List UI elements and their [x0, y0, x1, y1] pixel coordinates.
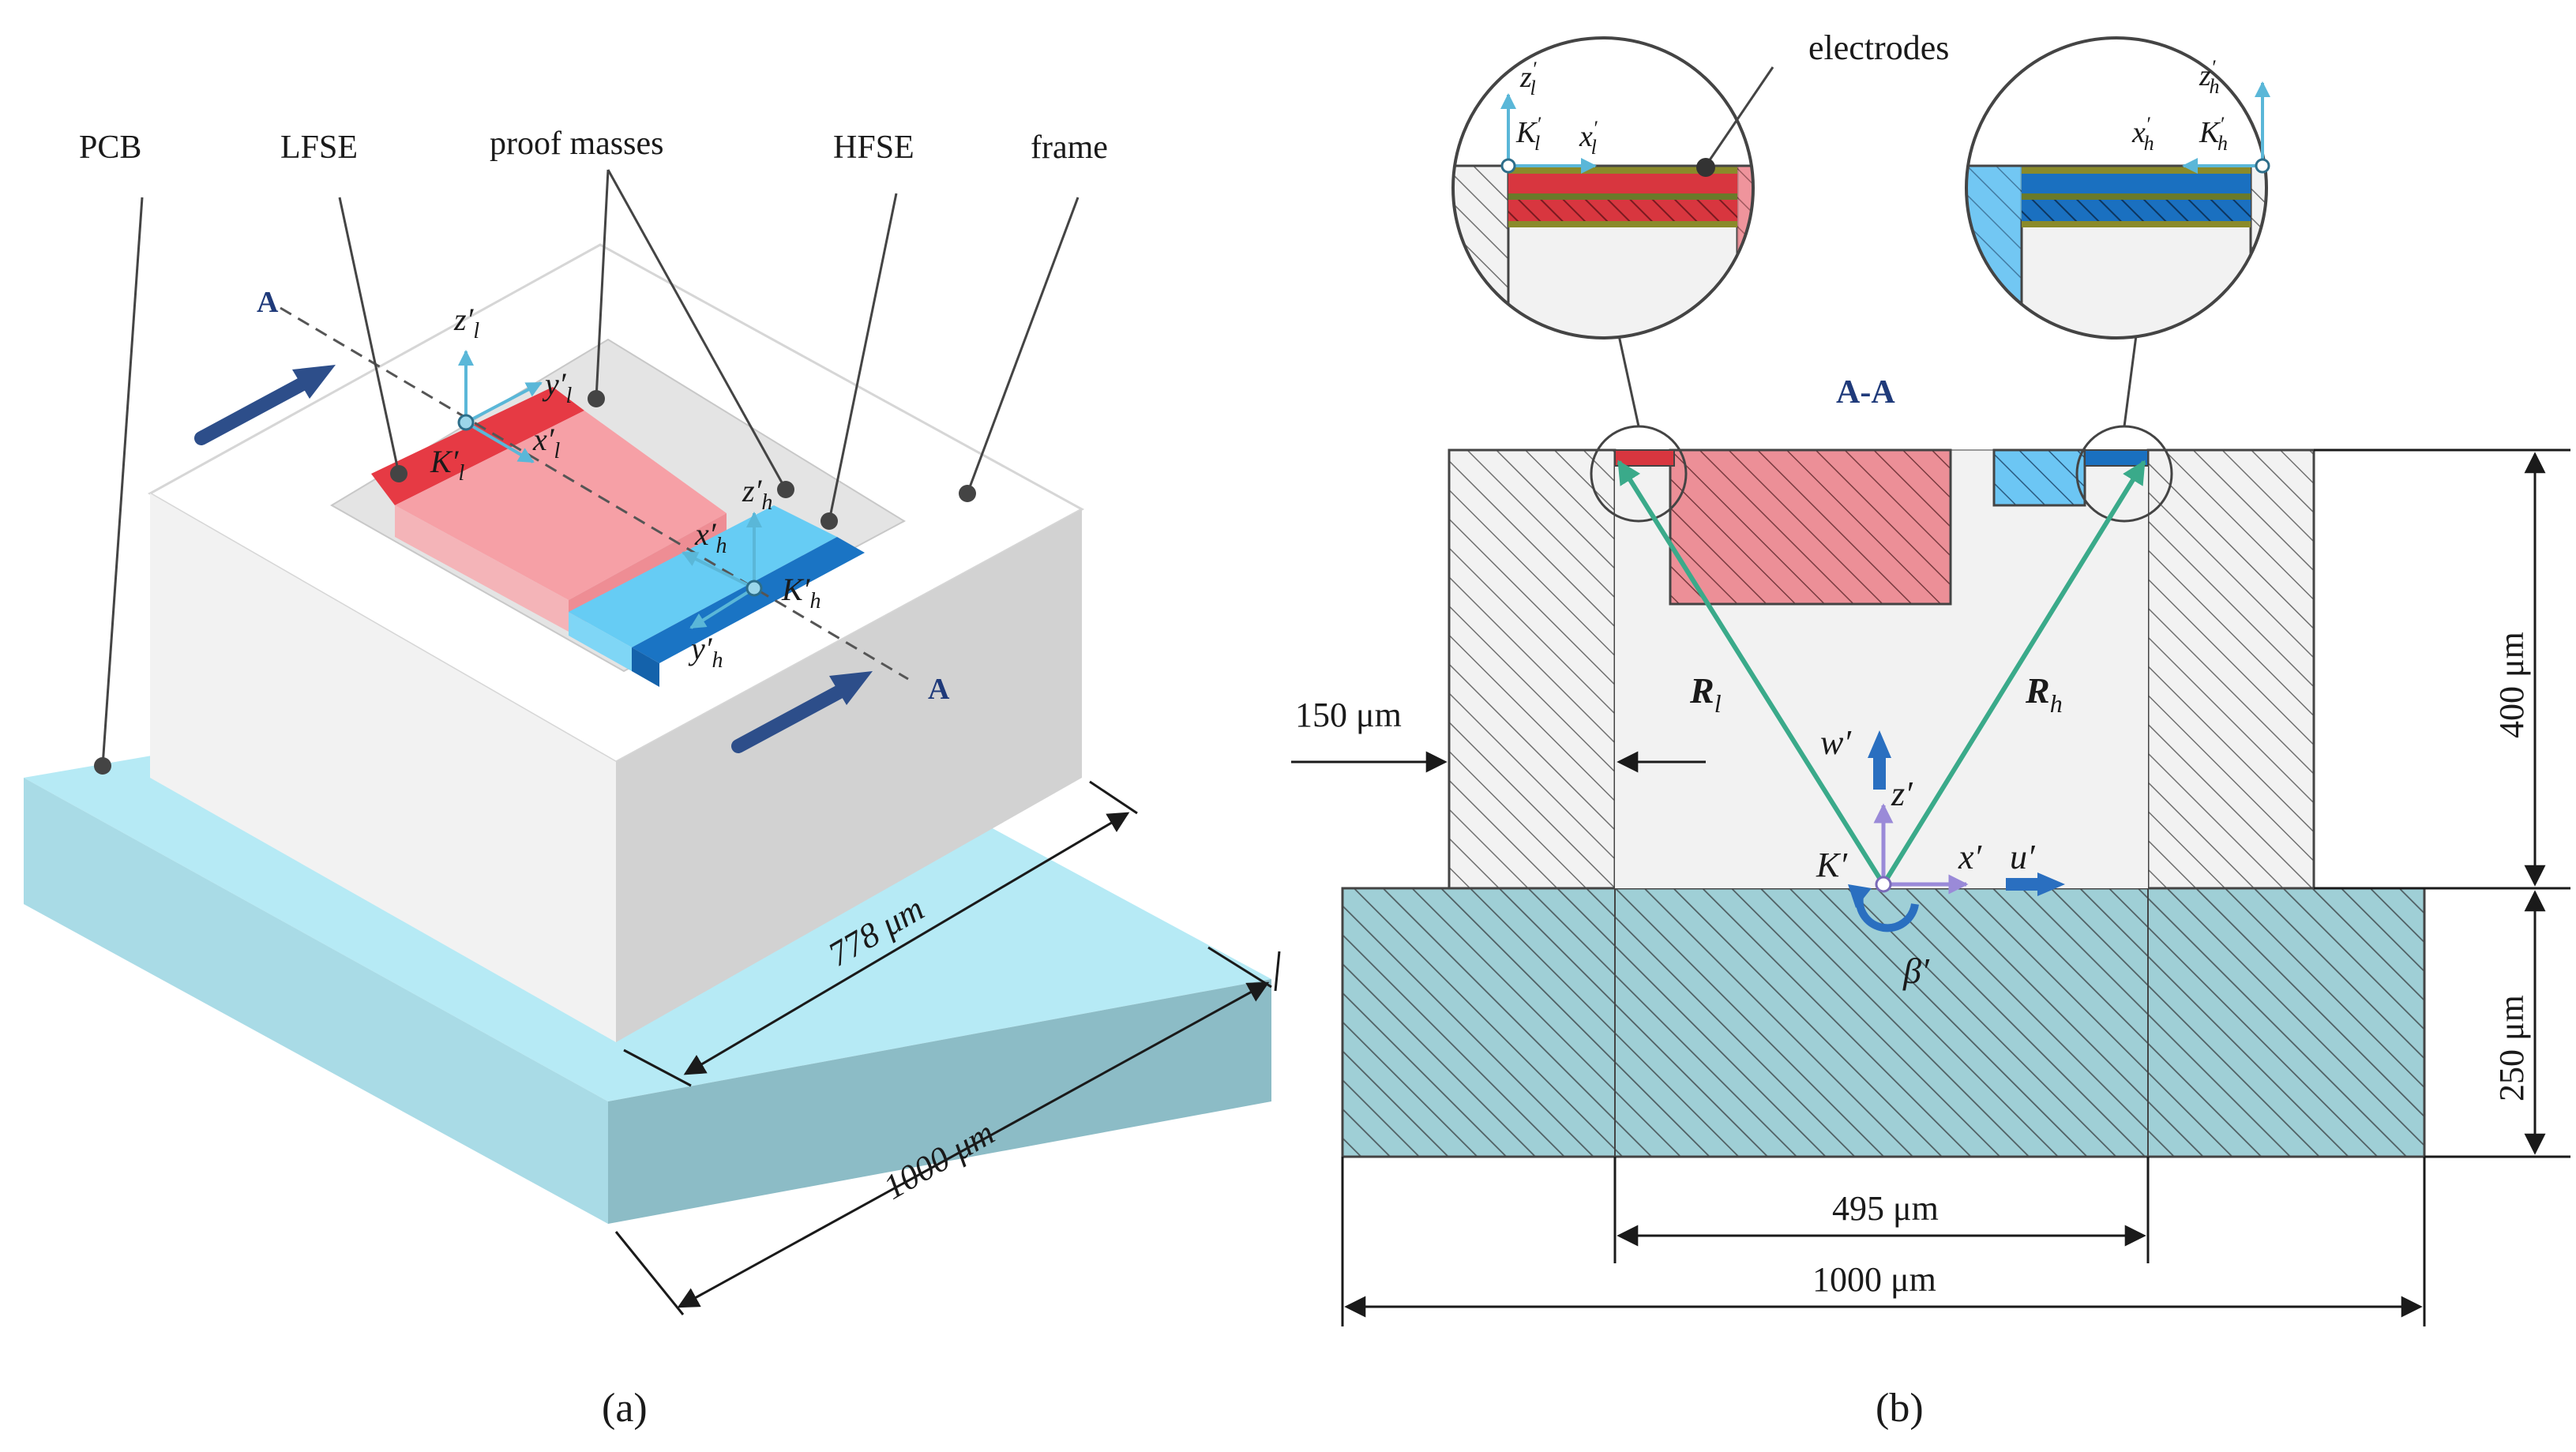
origin-k-h: [745, 580, 763, 597]
dim-cavity-label: 495 μm: [1832, 1189, 1939, 1228]
svg-text:x′l: x′l: [1579, 117, 1598, 159]
lfse-strip-section: [1614, 449, 1675, 467]
leaders-a: [101, 169, 1080, 767]
panel-b: z′l K′l x′l: [1291, 28, 2570, 1431]
label-proof-masses: proof masses: [490, 126, 663, 162]
frame-wall-left: [1448, 448, 1617, 890]
origin-label-h: K′h: [781, 572, 820, 613]
vector-r-h: [1881, 460, 2146, 886]
label-z: z′: [1891, 775, 1913, 813]
svg-text:x′h: x′h: [2131, 113, 2154, 155]
leader-dots-a: [94, 390, 976, 775]
section-title: A-A: [1836, 374, 1895, 411]
section-line: [280, 306, 909, 681]
dim-height: [2314, 448, 2570, 890]
vector-r-l: [1617, 460, 1886, 886]
pcb-left-side: [24, 778, 608, 1224]
pcb-section: [1341, 887, 2426, 1158]
view-arrow-right: [731, 671, 873, 753]
hfse-electrode: [632, 537, 865, 663]
label-hfse: HFSE: [833, 129, 914, 166]
lfse-proof-mass-front: [395, 505, 569, 632]
inset-lfse: z′l K′l x′l: [1451, 36, 1755, 340]
label-frame: frame: [1031, 129, 1108, 166]
section-mark-end: A: [928, 673, 950, 706]
section-mark-start: A: [257, 286, 279, 319]
hfse-proof-mass-front: [569, 612, 632, 671]
label-r-h: Rh: [2025, 670, 2063, 718]
dim-pcb: [614, 946, 1281, 1315]
frame-left-side: [150, 493, 616, 1042]
axis-x-l: x′l: [532, 422, 561, 463]
dim-width: [1341, 1157, 2426, 1326]
caption-b: (b): [1876, 1386, 1924, 1431]
inset-hfse: z′h K′h x′h: [1965, 36, 2270, 340]
svg-text:K′l: K′l: [1515, 113, 1541, 155]
svg-text:z′l: z′l: [1519, 58, 1537, 99]
label-pcb: PCB: [79, 129, 141, 166]
label-k: K′: [1816, 846, 1848, 884]
hfse-proof-mass-top: [569, 505, 837, 647]
label-w: w′: [1820, 723, 1852, 762]
frame-wall-right: [2146, 448, 2315, 890]
axes-hfse: [682, 512, 762, 629]
axis-x-h: x′h: [694, 516, 727, 558]
svg-text:K′h: K′h: [2199, 113, 2228, 155]
label-beta: β′: [1902, 951, 1930, 991]
lfse-mass-section: [1669, 448, 1952, 606]
hfse-mass-section: [1992, 448, 2086, 507]
electrodes-leader: [1704, 66, 1774, 167]
dim-pcb-height: [2424, 890, 2570, 1158]
label-u: u′: [2010, 838, 2036, 876]
label-x: x′: [1958, 838, 1983, 876]
label-lfse: LFSE: [280, 129, 358, 166]
hfse-electrode-front: [632, 647, 659, 687]
origin-label-l: K′l: [430, 444, 464, 486]
dim-cavity: [1613, 1157, 2150, 1263]
lfse-proof-mass-top: [395, 411, 727, 600]
view-arrow-left: [194, 365, 336, 445]
svg-text:z′h: z′h: [2199, 56, 2219, 98]
axis-y-h: y′h: [688, 631, 723, 673]
axis-z-h: z′h: [742, 473, 772, 515]
dim-pcb-height-label: 250 μm: [2492, 995, 2531, 1101]
dim-width-label: 1000 μm: [1812, 1260, 1936, 1299]
axes-lfse: [458, 350, 543, 463]
panel-a: A A z′l y′l x′l K′l z′h x′h y′: [24, 126, 1281, 1431]
label-r-l: Rl: [1689, 670, 1722, 718]
axis-z-l: z′l: [453, 302, 479, 343]
dim-wall-label: 150 μm: [1295, 696, 1402, 734]
axis-y-l: y′l: [542, 366, 573, 408]
origin-k-l: [457, 414, 475, 431]
hfse-strip-section: [2084, 449, 2149, 467]
lfse-electrode: [371, 387, 584, 505]
caption-a: (a): [602, 1386, 648, 1431]
label-electrodes: electrodes: [1808, 28, 1949, 67]
displacement-axes: [1848, 730, 2065, 932]
dim-height-label: 400 μm: [2492, 632, 2531, 738]
